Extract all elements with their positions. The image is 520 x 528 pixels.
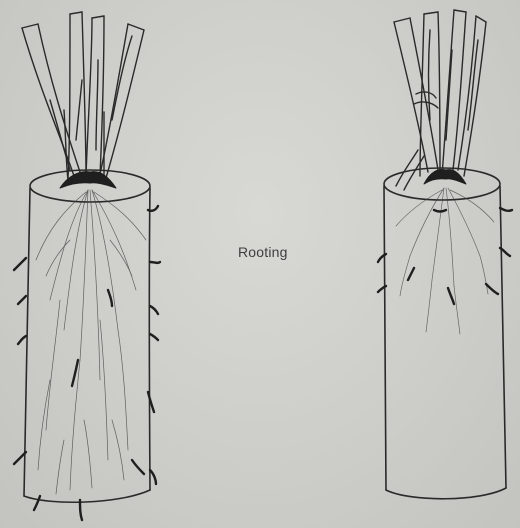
left-cylinder-side-left xyxy=(24,188,30,496)
left-cutting-stems xyxy=(22,12,144,182)
right-rooted-cylinder xyxy=(384,168,506,499)
left-root-tips xyxy=(14,206,160,520)
left-cylinder-bottom xyxy=(24,490,150,502)
rooting-caption: Rooting xyxy=(238,244,288,260)
right-root-crown xyxy=(424,170,466,184)
left-cylinder-side-right xyxy=(149,188,150,490)
right-cylinder-side-left xyxy=(384,186,386,490)
right-cutting-stems xyxy=(394,10,486,190)
right-root-tips xyxy=(378,208,512,304)
right-cylinder-bottom xyxy=(386,488,506,499)
right-cylinder-side-right xyxy=(500,186,506,488)
left-fine-roots xyxy=(36,190,146,494)
